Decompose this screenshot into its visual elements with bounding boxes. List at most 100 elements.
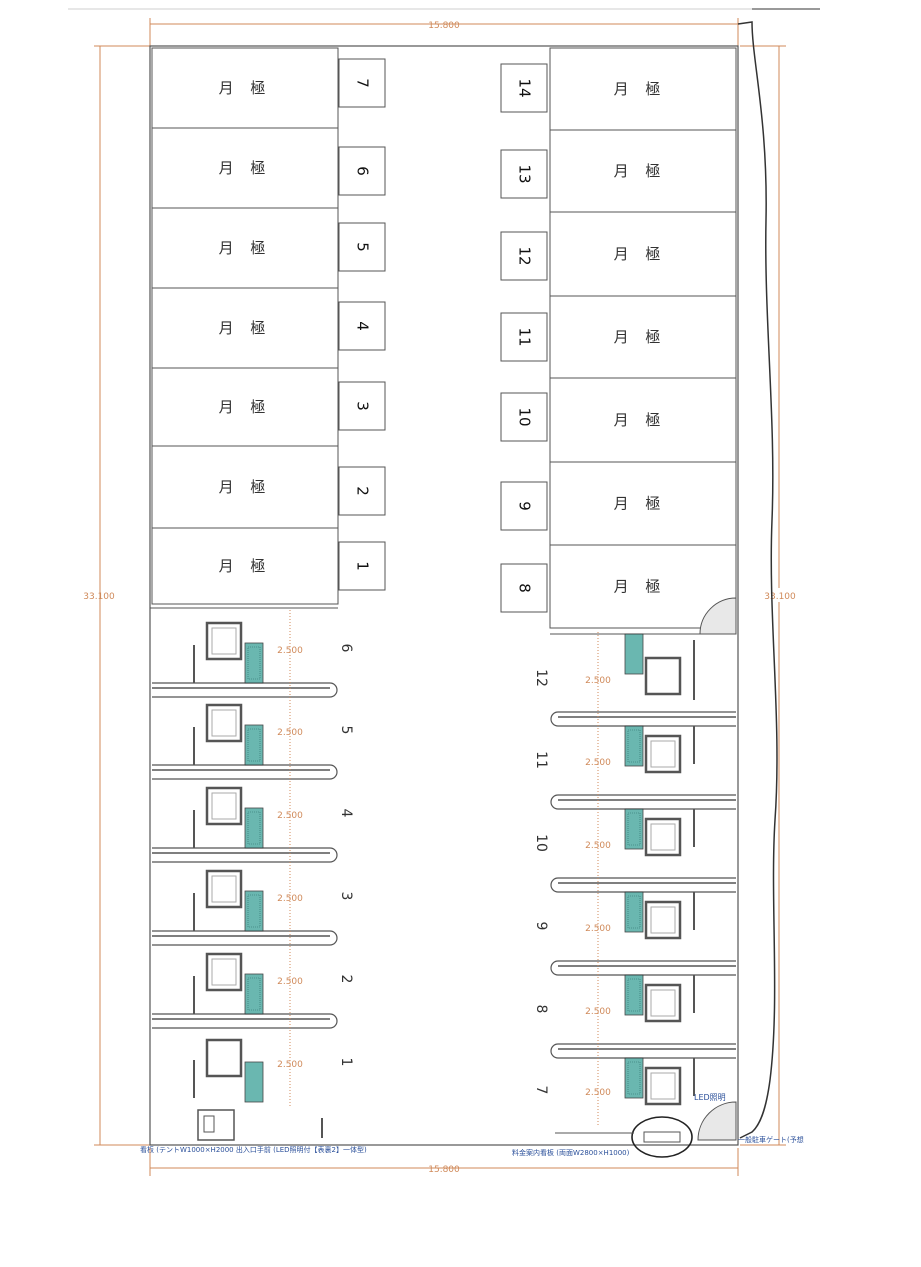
stall-number: 8	[516, 583, 534, 593]
hourly-bay-number: 6	[338, 644, 354, 653]
right-stall-number-box: 12	[500, 231, 548, 281]
left-stall-number-box: 6	[338, 146, 386, 196]
hourly-bay-number: 12	[533, 669, 549, 687]
monthly-label: 月 極	[614, 328, 667, 346]
left-stall-number-box: 3	[338, 381, 386, 431]
parking-lock-device	[550, 877, 736, 940]
monthly-label: 月 極	[219, 159, 272, 177]
right-height-dimension: 33.100	[740, 45, 800, 1146]
note-bottom-right: 一般駐車ゲート(予想	[738, 1135, 804, 1144]
parking-lock-device	[152, 621, 338, 698]
right-monthly-stall: 月 極	[549, 461, 737, 546]
stall-number: 5	[354, 242, 372, 252]
right-stall-number-box: 8	[500, 563, 548, 613]
bay-width-label: 2.500	[277, 1060, 303, 1070]
stall-number: 10	[516, 407, 534, 426]
left-stall-number-box: 5	[338, 222, 386, 272]
parking-lock-device	[624, 633, 695, 700]
parking-lock-device	[152, 786, 338, 863]
left-monthly-stall: 月 極	[151, 127, 339, 209]
monthly-label: 月 極	[219, 79, 272, 97]
monthly-label: 月 極	[614, 411, 667, 429]
stall-number: 14	[516, 78, 534, 97]
right-monthly-stall: 月 極	[549, 129, 737, 213]
stall-number: 3	[354, 401, 372, 411]
top-width-label: 15.800	[428, 21, 460, 31]
corner-arc-top	[699, 597, 737, 635]
bay-width-label: 2.500	[585, 1007, 611, 1017]
bottom-width-dimension: 15.800	[149, 1148, 739, 1176]
corner-arc-bottom	[697, 1101, 737, 1141]
site-fence	[737, 21, 778, 1139]
parking-lock-device	[152, 703, 338, 780]
parking-lock-device	[152, 952, 338, 1029]
right-stall-number-box: 9	[500, 481, 548, 531]
monthly-label: 月 極	[219, 239, 272, 257]
note-bottom-middle: 料金案内看板 (両面W2800×H1000)	[512, 1148, 630, 1157]
hourly-bay-number: 3	[338, 892, 354, 901]
left-monthly-stall: 月 極	[151, 367, 339, 447]
parking-lock-device	[550, 711, 736, 774]
stall-number: 6	[354, 166, 372, 176]
right-monthly-section: 月 極 14 月 極 13 月 極 12 月 極 11 月 極 10 月 極 9 月 極 8	[500, 47, 737, 629]
left-monthly-stall: 月 極	[151, 527, 339, 605]
left-monthly-stall: 月 極	[151, 287, 339, 369]
right-stall-number-box: 14	[500, 63, 548, 113]
right-monthly-stall: 月 極	[549, 211, 737, 297]
stall-number: 9	[516, 501, 534, 511]
left-height-label: 33.100	[83, 592, 115, 602]
right-stall-number-box: 10	[500, 392, 548, 442]
right-stall-number-box: 13	[500, 149, 548, 199]
parking-lock-device	[152, 869, 338, 946]
led-light-label: LED照明	[694, 1093, 726, 1102]
note-bottom-left: 看板 (テントW1000×H2000 出入口手前 (LED照明付【表裏2】一体型…	[140, 1145, 367, 1154]
monthly-label: 月 極	[614, 578, 667, 596]
bay-width-label: 2.500	[277, 811, 303, 821]
left-stall-number-box: 1	[338, 541, 386, 591]
stall-number: 11	[516, 327, 534, 346]
left-stall-number-box: 7	[338, 58, 386, 108]
right-monthly-stall: 月 極	[549, 295, 737, 379]
left-stall-number-box: 4	[338, 301, 386, 351]
parking-lock-device	[550, 794, 736, 857]
hourly-bay-number: 8	[533, 1005, 549, 1014]
left-monthly-stall: 月 極	[151, 47, 339, 129]
top-width-dimension: 15.800	[149, 18, 739, 48]
left-stall-number-box: 2	[338, 466, 386, 516]
monthly-label: 月 極	[614, 80, 667, 98]
monthly-label: 月 極	[614, 245, 667, 263]
stall-number: 4	[354, 321, 372, 331]
hourly-bay-number: 11	[533, 751, 549, 769]
monthly-label: 月 極	[614, 162, 667, 180]
right-monthly-stall: 月 極	[549, 47, 737, 131]
monthly-label: 月 極	[219, 319, 272, 337]
hourly-bay-number: 10	[533, 834, 549, 852]
hourly-bay-number: 9	[533, 922, 549, 931]
stall-number: 13	[516, 164, 534, 183]
left-monthly-stall: 月 極	[151, 207, 339, 289]
monthly-label: 月 極	[614, 495, 667, 513]
bay-width-label: 2.500	[585, 758, 611, 768]
parking-lock-device	[550, 960, 736, 1023]
hourly-bay-number: 5	[338, 726, 354, 735]
bay-width-label: 2.500	[585, 1088, 611, 1098]
bottom-width-label: 15.800	[428, 1165, 460, 1175]
hourly-bay-number: 1	[338, 1058, 354, 1067]
right-monthly-stall: 月 極	[549, 377, 737, 463]
hourly-bay-number: 2	[338, 975, 354, 984]
right-monthly-stall: 月 極	[549, 544, 737, 629]
bay-width-label: 2.500	[277, 646, 303, 656]
parking-lock-device	[193, 1038, 264, 1103]
right-stall-number-box: 11	[500, 312, 548, 362]
entrance-booth	[197, 1109, 235, 1141]
monthly-label: 月 極	[219, 557, 272, 575]
stall-number: 12	[516, 246, 534, 265]
monthly-label: 月 極	[219, 398, 272, 416]
hourly-bay-number: 4	[338, 809, 354, 818]
fee-sign-marker	[631, 1116, 693, 1158]
left-monthly-stall: 月 極	[151, 445, 339, 529]
